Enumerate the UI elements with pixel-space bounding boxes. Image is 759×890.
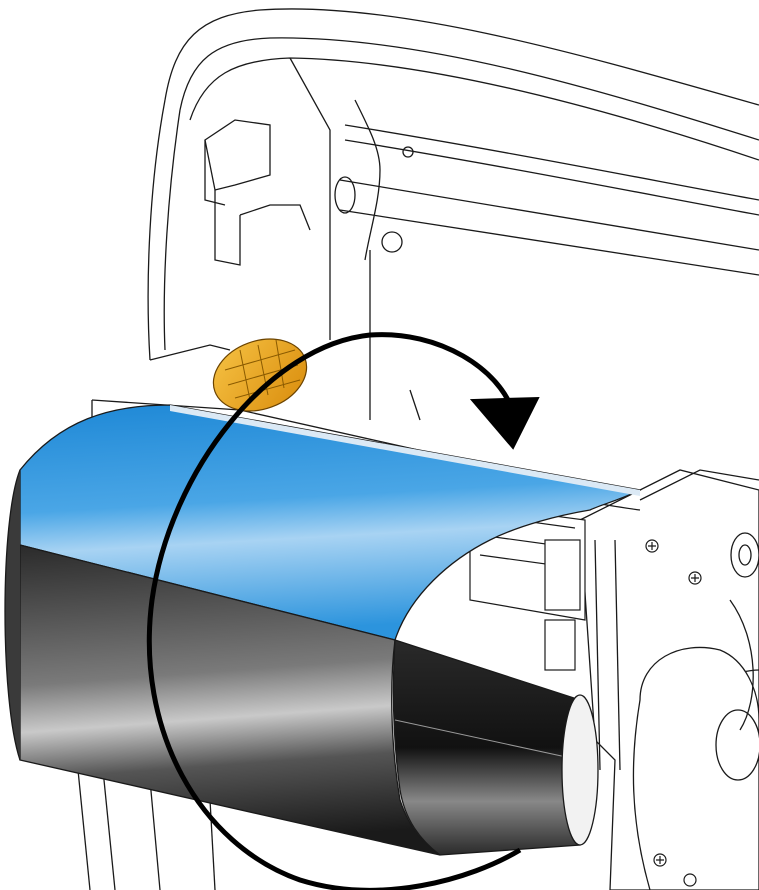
right-housing: [579, 469, 759, 890]
rotation-arrow-icon: [146, 332, 540, 890]
screw-icon: [645, 539, 702, 887]
printer-body: [74, 8, 759, 890]
ribbon-sheet: [4, 404, 643, 856]
